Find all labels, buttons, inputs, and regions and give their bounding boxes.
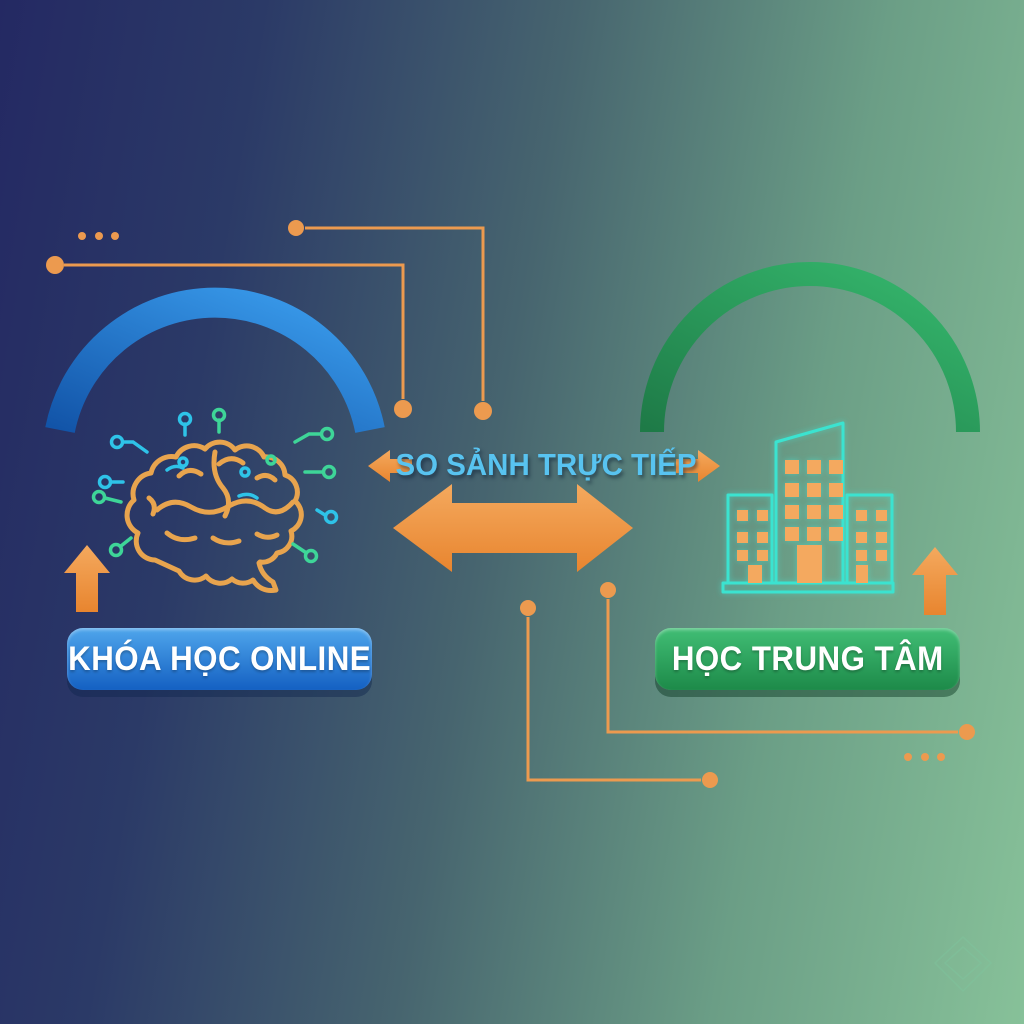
small-right-arrow-icon bbox=[676, 450, 720, 482]
circuit-line-top-b bbox=[288, 220, 492, 420]
building-icon bbox=[721, 421, 895, 594]
ellipsis-dots-bottom bbox=[904, 753, 945, 761]
comparison-title: SO SẢNH TRỰC TIẾP bbox=[395, 447, 697, 482]
learning-center-badge-label: HỌC TRUNG TÂM bbox=[671, 639, 944, 678]
small-left-arrow-icon bbox=[368, 450, 412, 482]
up-arrow-icon-right bbox=[912, 547, 958, 615]
up-arrow-icon-left bbox=[64, 545, 110, 612]
online-course-badge-label: KHÓA HỌC ONLINE bbox=[68, 639, 371, 678]
building-windows bbox=[737, 460, 887, 583]
online-course-badge: KHÓA HỌC ONLINE bbox=[67, 628, 372, 690]
diamond-watermark bbox=[933, 935, 993, 993]
double-arrow-icon bbox=[393, 484, 633, 572]
learning-center-badge: HỌC TRUNG TÂM bbox=[655, 628, 960, 690]
ellipsis-dots-top bbox=[78, 232, 119, 240]
circuit-line-top-a bbox=[46, 256, 412, 418]
blue-arc bbox=[45, 287, 385, 433]
circuit-line-bottom-a bbox=[520, 600, 718, 788]
brain-circuit-icon bbox=[91, 407, 339, 593]
circuit-line-bottom-b bbox=[600, 582, 975, 740]
green-arc bbox=[640, 262, 980, 433]
